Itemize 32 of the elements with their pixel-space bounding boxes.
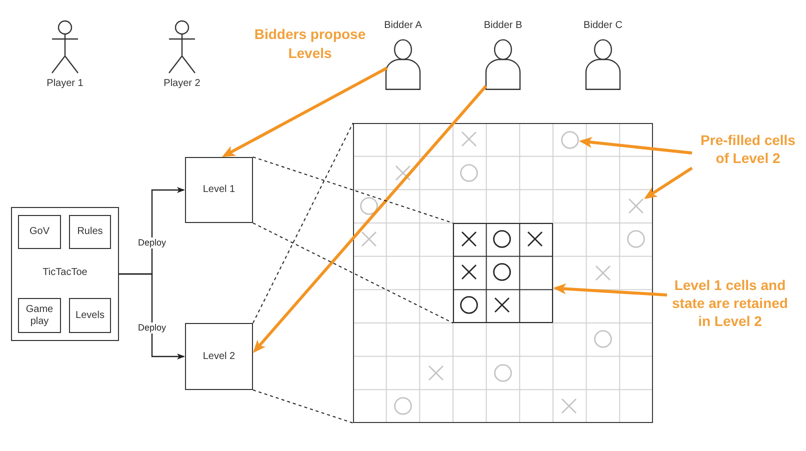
edge-label: Deploy	[137, 238, 167, 248]
dashed-line	[252, 122, 354, 324]
level-box: Level 2	[185, 323, 253, 390]
arrow	[579, 136, 692, 154]
arrow	[222, 66, 388, 158]
container-box	[11, 207, 119, 341]
module-box: Levels	[69, 298, 111, 333]
actor-label: Player 2	[164, 78, 200, 90]
dashed-line	[252, 222, 454, 324]
dashed-line	[252, 156, 454, 224]
arrow	[644, 166, 693, 200]
annotation-text: Level 1 cells and state are retained in Level 2	[667, 276, 793, 330]
game-board	[353, 123, 653, 423]
arrow	[253, 85, 488, 353]
circle-mark-icon	[560, 130, 578, 148]
level-box: Level 1	[185, 157, 253, 223]
actor-label: Player 1	[46, 78, 84, 90]
cross-mark-icon	[628, 198, 644, 214]
container-title: TicTacToe	[42, 267, 88, 279]
annotation-text: Bidders propose Levels	[253, 25, 367, 63]
edge-label: Deploy	[137, 322, 167, 334]
annotation-text: Pre-filled cells of Level 2	[692, 131, 804, 167]
module-box: Rules	[69, 215, 111, 249]
bidder-label: Bidder C	[584, 20, 622, 32]
arrow	[119, 273, 185, 360]
bidder-label: Bidder A	[384, 20, 422, 32]
bidder-label: Bidder B	[484, 20, 522, 32]
tic-tac-toe-board	[452, 222, 552, 322]
dashed-line	[252, 390, 354, 424]
module-box: GoV	[18, 215, 61, 249]
module-box: Game play	[18, 298, 61, 333]
arrow	[553, 283, 668, 296]
